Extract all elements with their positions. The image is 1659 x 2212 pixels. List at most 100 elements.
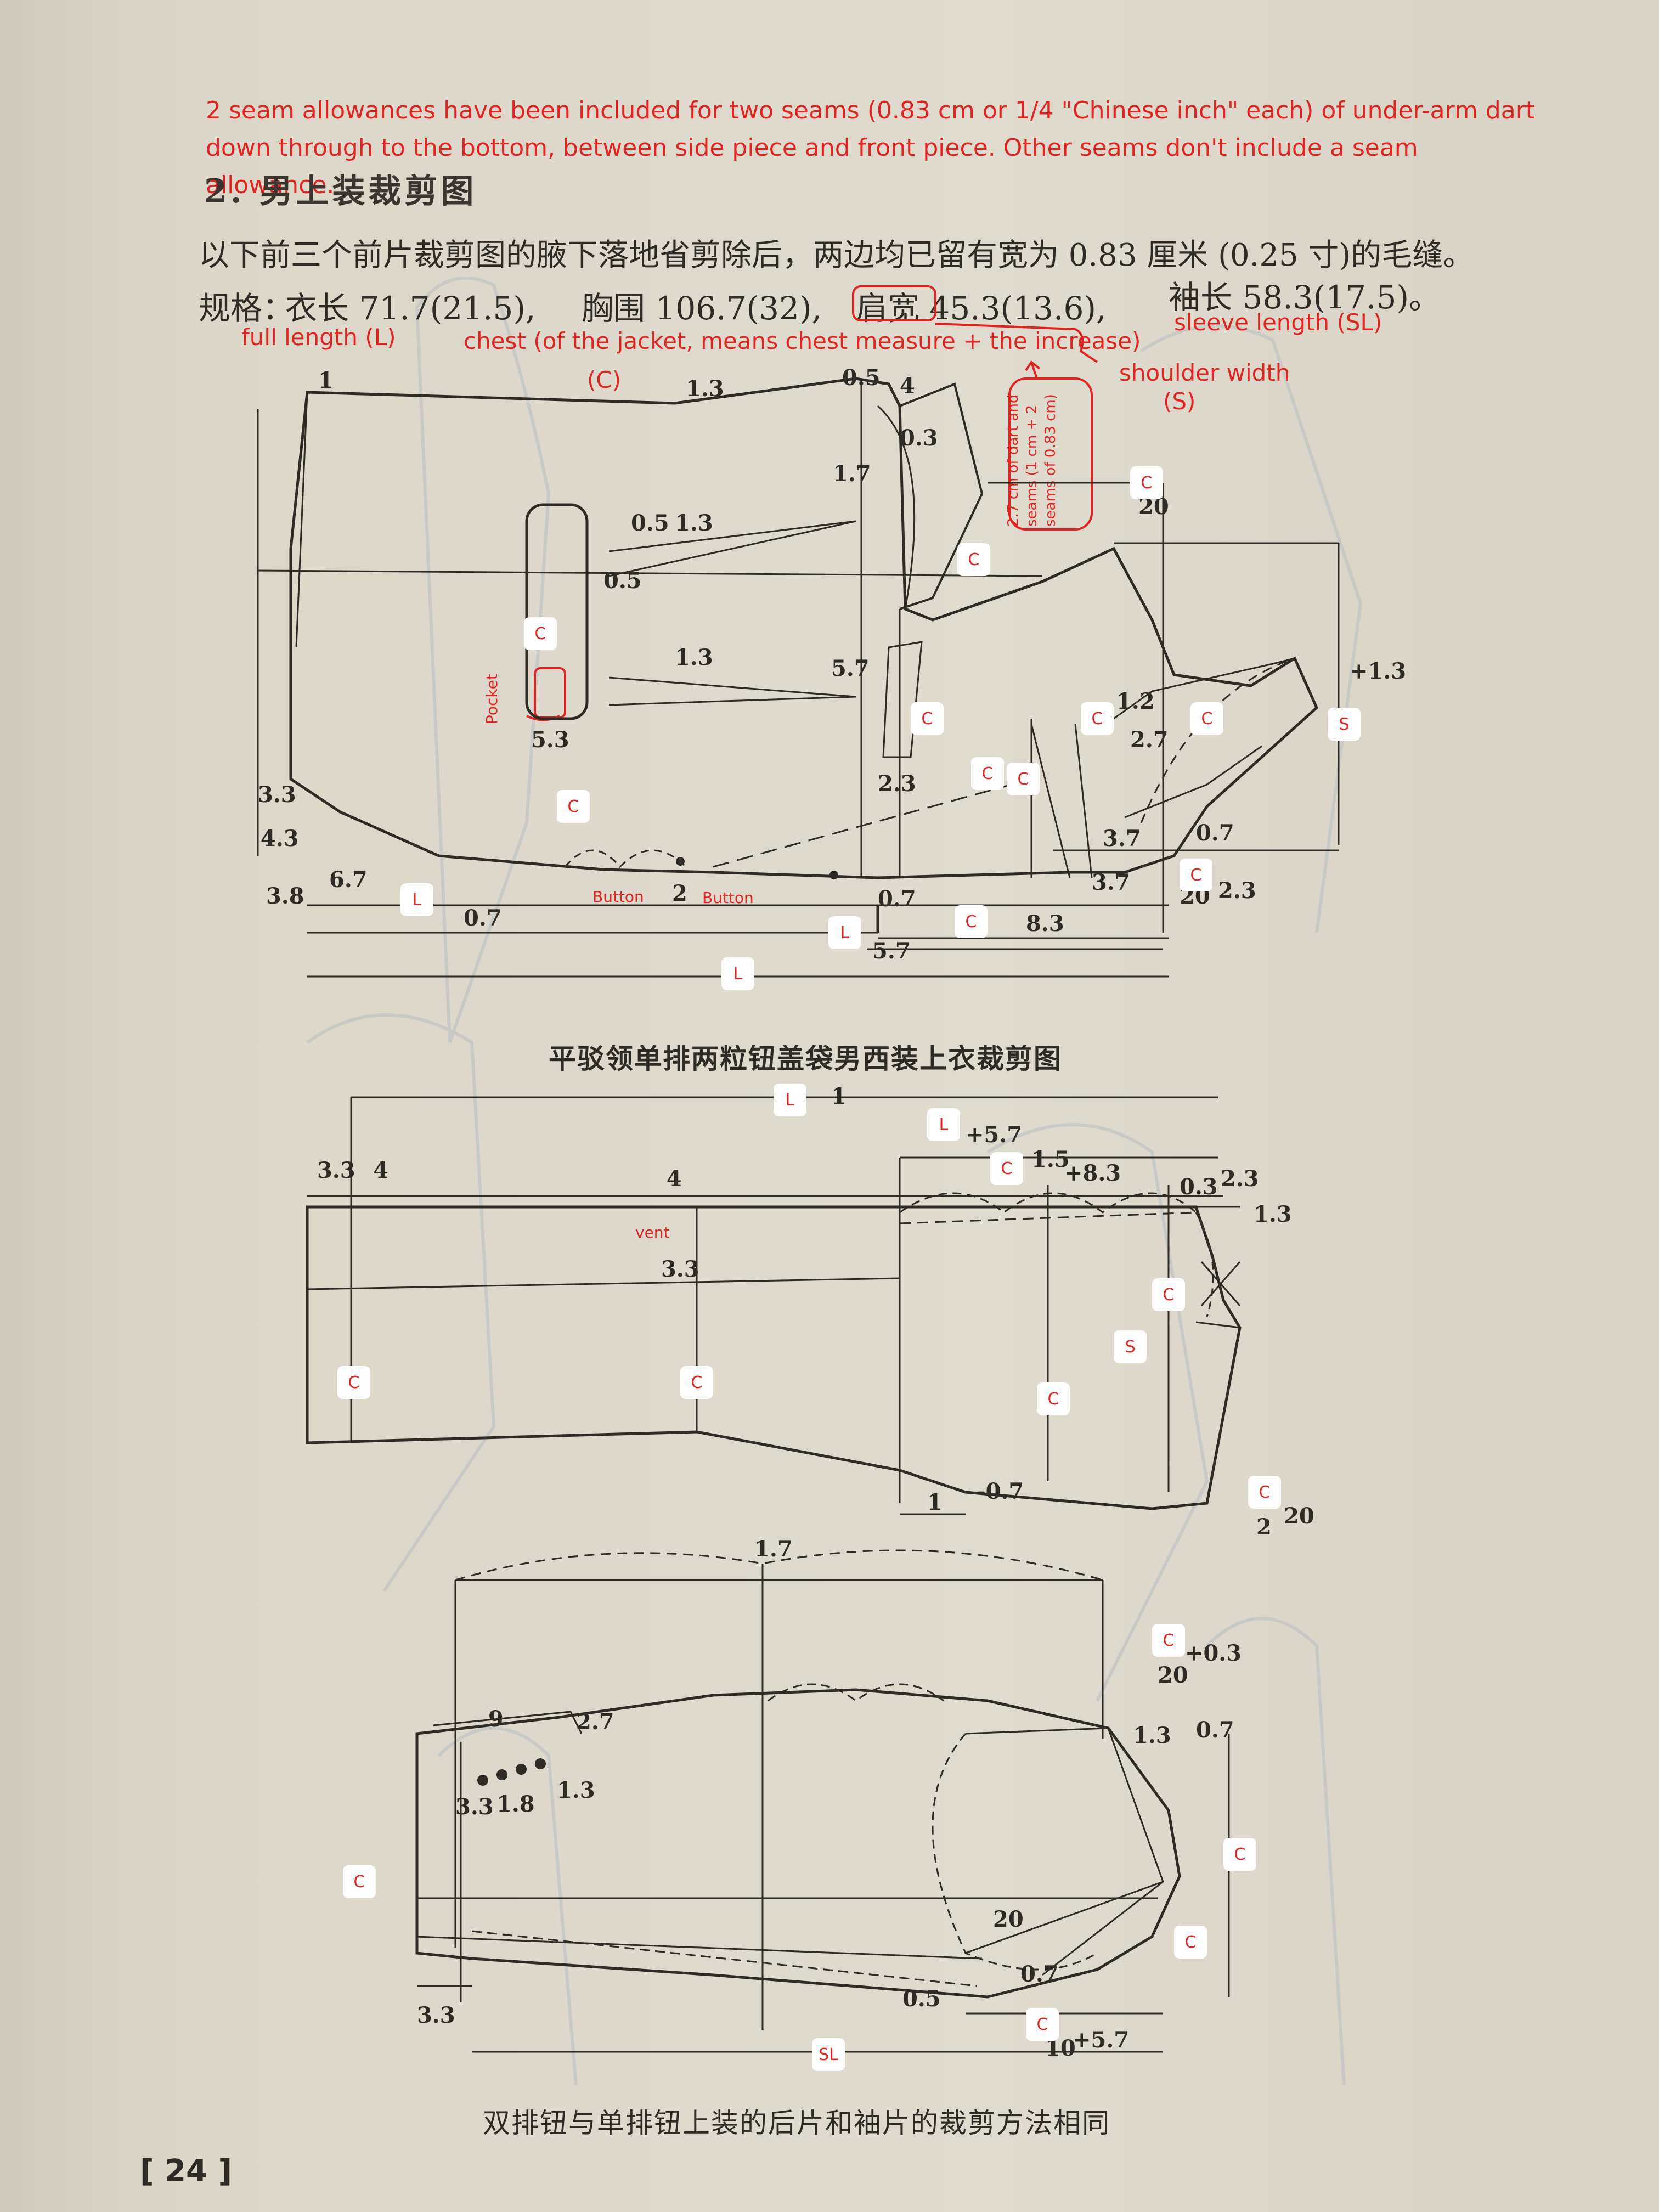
back-mark-2: +5.7 <box>966 1122 1023 1148</box>
front-mark-16: 5.7 <box>831 656 870 681</box>
sleeve-mark-1: 1.7 <box>754 1536 793 1562</box>
shoulder-width-annotation: shoulder width <box>1119 359 1290 386</box>
chest-abbr-annotation: (C) <box>587 366 622 393</box>
sleeve-mark-9: 0.7 <box>1196 1717 1234 1743</box>
back-mark-11: 3.3 <box>661 1256 699 1282</box>
chest-tag: C <box>1174 1926 1207 1959</box>
chest-tag: C <box>343 1865 376 1898</box>
front-mark-39: 2.7 <box>1130 727 1169 753</box>
chest-tag: C <box>1130 466 1163 499</box>
back-mark-8: 3.3 <box>317 1158 356 1183</box>
front-mark-9: 1.3 <box>675 510 713 536</box>
length-tag: L <box>828 916 861 949</box>
front-mark-4: 4 <box>900 373 915 399</box>
sleeve-mark-24: 0.7 <box>1020 1961 1059 1987</box>
chest-tag: C <box>1037 1383 1070 1415</box>
shoulder-highlight-box <box>852 285 936 321</box>
chest-tag: C <box>911 702 944 735</box>
front-mark-1: 1 <box>318 368 334 393</box>
spec-sleeve: 袖长 58.3(17.5)。 <box>1169 279 1441 316</box>
length-tag: L <box>774 1084 806 1116</box>
shoulder-arrow <box>935 323 1098 363</box>
sleeve-mark-22: 3.3 <box>417 2002 455 2028</box>
sleeve-mark-11: +0.3 <box>1185 1640 1242 1666</box>
front-mark-31: 6.7 <box>329 867 368 893</box>
front-mark-37: 5.7 <box>872 938 911 964</box>
chest-tag: C <box>1180 859 1212 891</box>
intro-line: 以下前三个前片裁剪图的腋下落地省剪除后，两边均已留有宽为 0.83 厘米 (0.… <box>199 238 1474 273</box>
back-mark-24: -0.7 <box>977 1479 1024 1504</box>
back-mark-10: 4 <box>667 1166 682 1192</box>
page-number: [ 24 ] <box>140 2153 233 2189</box>
front-mark-2: 1.3 <box>686 376 724 402</box>
chest-tag: C <box>1081 702 1114 735</box>
front-mark-3: 0.5 <box>842 365 881 391</box>
sleeve-mark-3: 9 <box>488 1706 504 1732</box>
shoulder-tag: S <box>1328 708 1361 741</box>
front-mark-24: 3.7 <box>1092 870 1130 895</box>
length-tag: L <box>927 1108 960 1141</box>
front-mark-18: 5.3 <box>531 727 569 753</box>
chest-tag: C <box>1152 1624 1185 1657</box>
chest-tag: C <box>557 790 590 823</box>
button-annotation-2: Button <box>702 889 754 907</box>
front-mark-38: 1.2 <box>1116 689 1155 714</box>
shoulder-tag: S <box>1114 1330 1147 1363</box>
chest-tag: C <box>680 1366 713 1399</box>
back-mark-9: 4 <box>373 1158 388 1183</box>
seam-allowance-note: 2 seam allowances have been included for… <box>206 97 1536 199</box>
diagram-1-caption: 平驳领单排两粒钮盖袋男西装上衣裁剪图 <box>549 1042 1062 1075</box>
front-mark-5: 0.3 <box>900 425 938 451</box>
spec-length: 衣长 71.7(21.5), <box>285 290 536 327</box>
back-mark-26: 2 <box>1256 1514 1272 1540</box>
chest-tag: C <box>1007 763 1040 795</box>
chest-tag: C <box>1152 1278 1185 1311</box>
shoulder-abbr-annotation: (S) <box>1163 388 1196 415</box>
back-mark-7: 1.3 <box>1254 1201 1292 1227</box>
chest-tag: C <box>957 543 990 576</box>
sleeve-mark-12: 20 <box>1158 1662 1188 1688</box>
back-mark-23: 1 <box>927 1489 943 1515</box>
front-mark-7: 1.7 <box>833 461 871 487</box>
dart-note-box <box>1008 377 1093 531</box>
spec-prefix: 规格： <box>199 290 295 327</box>
front-mark-27: 3.3 <box>258 782 296 808</box>
front-mark-23: 3.7 <box>1103 826 1141 851</box>
chest-tag: C <box>971 757 1004 790</box>
front-mark-15: 1.3 <box>675 645 713 670</box>
sleeve-mark-26: +5.7 <box>1073 2027 1130 2053</box>
front-mark-26: 2.3 <box>1218 878 1256 904</box>
chest-tag: C <box>1223 1838 1256 1871</box>
full-length-annotation: full length (L) <box>241 324 396 351</box>
sleeve-mark-8: 1.3 <box>1133 1723 1171 1748</box>
section-title: 2. 男上装裁剪图 <box>204 172 477 211</box>
button-annotation-1: Button <box>592 888 644 906</box>
bottom-caption: 双排钮与单排钮上装的后片和袖片的裁剪方法相同 <box>483 2107 1110 2139</box>
front-mark-32: 0.7 <box>464 905 502 931</box>
sleeve-mark-7: 1.3 <box>557 1778 595 1803</box>
front-mark-8: 0.5 <box>631 510 669 536</box>
front-mark-28: 4.3 <box>261 826 299 851</box>
dart-arrow <box>1025 360 1041 379</box>
chest-tag: C <box>1190 702 1223 735</box>
length-tag: L <box>400 883 433 916</box>
sleeve-mark-5: 3.3 <box>455 1794 494 1820</box>
chest-tag: C <box>1026 2008 1059 2041</box>
chest-tag: C <box>1248 1476 1281 1509</box>
front-mark-34: 0.7 <box>878 886 916 912</box>
chest-tag: C <box>337 1366 370 1399</box>
chest-tag: C <box>524 617 557 650</box>
back-mark-25: 20 <box>1284 1503 1314 1529</box>
front-mark-40: +1.3 <box>1350 658 1407 684</box>
back-mark-1: 1 <box>831 1084 847 1109</box>
back-mark-4: +8.3 <box>1064 1160 1121 1186</box>
front-mark-11: 0.5 <box>603 568 642 594</box>
sleeve-length-annotation: sleeve length (SL) <box>1174 309 1383 336</box>
chest-tag: C <box>955 905 988 938</box>
sleeve-length-tag: SL <box>812 2038 845 2071</box>
